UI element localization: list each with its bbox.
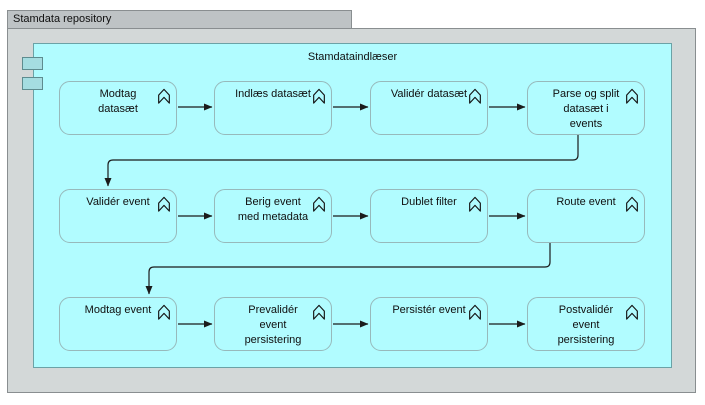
chevron-up-icon (158, 88, 170, 104)
process-box-indlaes-datasaet[interactable]: Indlæs datasæt (214, 81, 332, 135)
process-box-berig-event-med-metadata[interactable]: Berig event med metadata (214, 189, 332, 243)
process-box-label: Modtag datasæt (98, 88, 138, 115)
process-box-label: Modtag event (84, 304, 152, 316)
chevron-up-icon (626, 196, 638, 212)
process-box-modtag-datasaet[interactable]: Modtag datasæt (59, 81, 177, 135)
process-box-validaer-event[interactable]: Validér event (59, 189, 177, 243)
process-box-validaer-datasaet[interactable]: Validér datasæt (370, 81, 488, 135)
process-box-label: Dublet filter (401, 196, 457, 208)
process-box-modtag-event[interactable]: Modtag event (59, 297, 177, 351)
process-box-route-event[interactable]: Route event (527, 189, 645, 243)
group-title: Stamdata repository (13, 13, 112, 25)
process-box-label: Parse og split datasæt i events (552, 88, 620, 130)
chevron-up-icon (626, 304, 638, 320)
chevron-up-icon (313, 196, 325, 212)
process-box-label: Postvalidér event persistering (557, 304, 615, 346)
process-box-parse-og-split[interactable]: Parse og split datasæt i events (527, 81, 645, 135)
process-box-label: Persistér event (392, 304, 466, 316)
process-box-prevalidaer-event-persistering[interactable]: Prevalidér event persistering (214, 297, 332, 351)
chevron-up-icon (626, 88, 638, 104)
process-box-label: Validér event (86, 196, 150, 208)
chevron-up-icon (158, 196, 170, 212)
component-port-icon (22, 77, 43, 90)
process-box-label: Validér datasæt (390, 88, 468, 100)
process-box-label: Route event (556, 196, 616, 208)
component-title: Stamdataindlæser (307, 51, 398, 63)
process-box-persistaer-event[interactable]: Persistér event (370, 297, 488, 351)
group-tab-stamdata-repository[interactable]: Stamdata repository (7, 10, 352, 29)
chevron-up-icon (469, 304, 481, 320)
component-port-icon (22, 57, 43, 70)
process-box-postvalidaer-event-persistering[interactable]: Postvalidér event persistering (527, 297, 645, 351)
process-box-label: Indlæs datasæt (235, 88, 311, 100)
chevron-up-icon (469, 88, 481, 104)
process-box-dublet-filter[interactable]: Dublet filter (370, 189, 488, 243)
chevron-up-icon (469, 196, 481, 212)
chevron-up-icon (158, 304, 170, 320)
process-box-label: Prevalidér event persistering (244, 304, 302, 346)
process-box-label: Berig event med metadata (237, 196, 309, 223)
chevron-up-icon (313, 88, 325, 104)
chevron-up-icon (313, 304, 325, 320)
